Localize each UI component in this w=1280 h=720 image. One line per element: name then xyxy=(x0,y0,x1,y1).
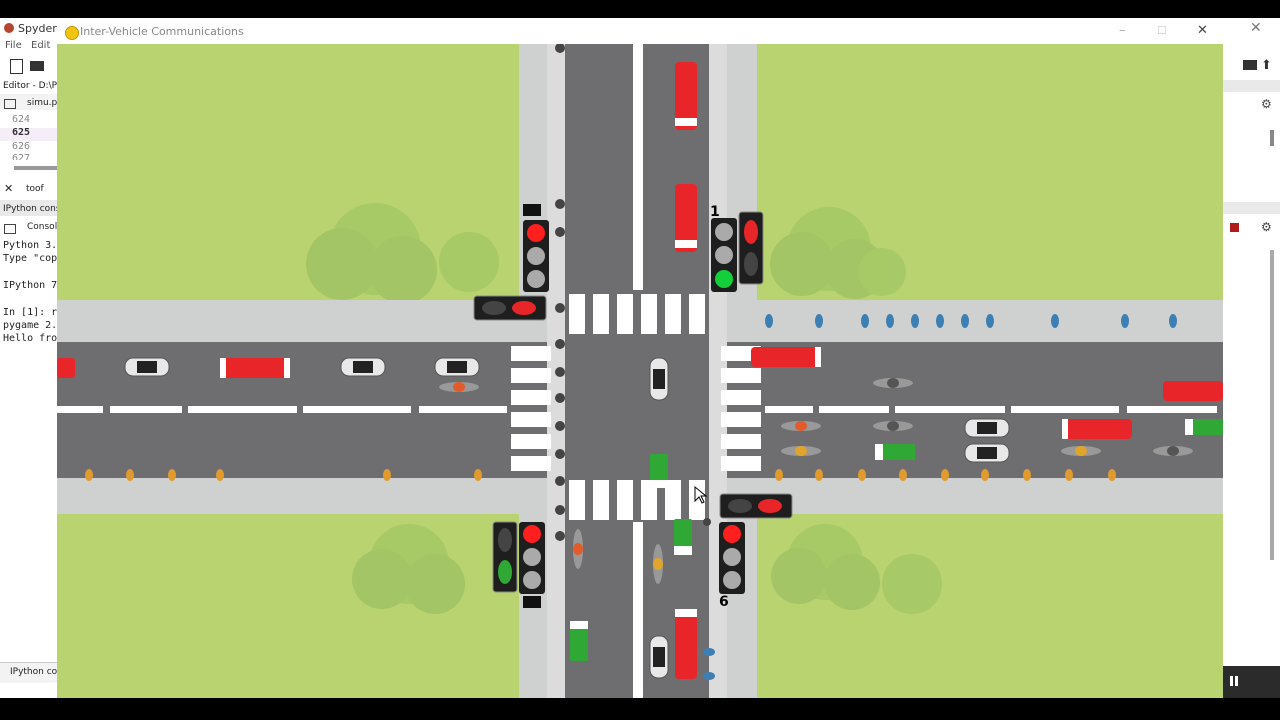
line-number-current: 625 xyxy=(12,127,31,138)
browse-tabs-icon[interactable] xyxy=(4,99,16,109)
mouse-cursor-icon xyxy=(694,485,708,504)
line-number: 624 xyxy=(12,114,31,125)
new-file-icon[interactable] xyxy=(10,59,23,74)
spyder-close-icon[interactable]: ✕ xyxy=(1250,20,1262,36)
signal-label-ne: 1 xyxy=(710,204,720,220)
console-line: In [1]: r xyxy=(3,307,57,318)
console-line: Type "cop xyxy=(3,253,57,264)
menu-edit[interactable]: Edit xyxy=(31,40,51,51)
find-input[interactable]: toof xyxy=(26,184,44,194)
close-find-icon[interactable]: ✕ xyxy=(4,182,14,195)
spyder-left-pane: File Edit Editor - D:\Pyt simu.py 624 62… xyxy=(0,40,57,698)
roadside-posts xyxy=(555,44,711,541)
open-folder-icon-right[interactable] xyxy=(1243,60,1257,70)
open-folder-icon[interactable] xyxy=(30,61,44,71)
line-number: 626 xyxy=(12,141,31,152)
console-settings-icon[interactable]: ⚙ xyxy=(1261,220,1272,234)
bushes xyxy=(306,203,942,614)
console-scrollbar[interactable] xyxy=(1270,250,1274,560)
console-pane-title: IPython conso xyxy=(3,204,57,214)
line-number: 627 xyxy=(12,153,31,160)
console-line: Python 3. xyxy=(3,240,57,251)
crosswalk-west xyxy=(511,346,551,471)
simulation-canvas: 1 6 xyxy=(57,44,1223,698)
signal-north-vehicle xyxy=(523,204,549,292)
signal-south-vehicle xyxy=(519,522,545,608)
up-arrow-icon[interactable]: ⬆ xyxy=(1261,58,1272,73)
pedestrians-south xyxy=(85,469,1116,481)
signal-west-pedestrian xyxy=(473,295,547,321)
stop-icon[interactable] xyxy=(1230,223,1239,232)
signal-east-vehicle xyxy=(711,218,737,292)
console-tabs-icon[interactable] xyxy=(4,224,16,234)
maximize-button[interactable]: ☐ xyxy=(1157,24,1167,37)
game-window-titlebar[interactable]: Inter-Vehicle Communications – ☐ ✕ xyxy=(57,20,1223,45)
close-button[interactable]: ✕ xyxy=(1197,23,1208,38)
red-vehicles xyxy=(57,62,1223,679)
motorbikes xyxy=(439,378,1193,584)
spyder-title: Spyder ( xyxy=(18,22,65,35)
taskbar-strip xyxy=(0,698,1280,720)
console-tab[interactable]: Console xyxy=(27,222,57,232)
intersection-scene: 1 6 xyxy=(57,44,1223,698)
file-tab[interactable]: simu.py xyxy=(27,98,57,108)
editor-pane-title: Editor - D:\Pyt xyxy=(3,81,57,91)
spyder-right-pane: ⬆ ⚙ ⚙ xyxy=(1223,40,1280,698)
minimize-button[interactable]: – xyxy=(1119,23,1126,38)
crosswalk-south xyxy=(569,480,705,520)
crosswalk-north xyxy=(569,294,705,334)
bottom-tab[interactable]: IPython cons xyxy=(10,667,57,677)
signal-label-se: 6 xyxy=(719,594,729,610)
green-vehicles xyxy=(570,419,1223,661)
lane-markings xyxy=(57,406,1217,413)
menu-file[interactable]: File xyxy=(5,40,22,51)
console-line: Hello fro xyxy=(3,333,57,344)
console-line: IPython 7 xyxy=(3,280,57,291)
spyder-logo-icon xyxy=(4,23,14,33)
white-cars xyxy=(124,357,1010,679)
signal-southeast-vehicle xyxy=(719,522,745,594)
console-line: pygame 2. xyxy=(3,320,57,331)
signal-east-pedestrian xyxy=(738,211,764,285)
pedestrians-east xyxy=(703,314,1177,680)
window-title: Inter-Vehicle Communications xyxy=(80,25,244,38)
pause-icon[interactable] xyxy=(1230,676,1233,686)
signal-south-pedestrian xyxy=(492,521,518,593)
pygame-icon xyxy=(65,26,79,40)
signal-east-pedestrian-south xyxy=(719,493,793,519)
settings-icon[interactable]: ⚙ xyxy=(1261,97,1272,111)
right-scrollbar[interactable] xyxy=(1270,130,1274,146)
editor-scrollbar[interactable] xyxy=(14,166,57,170)
